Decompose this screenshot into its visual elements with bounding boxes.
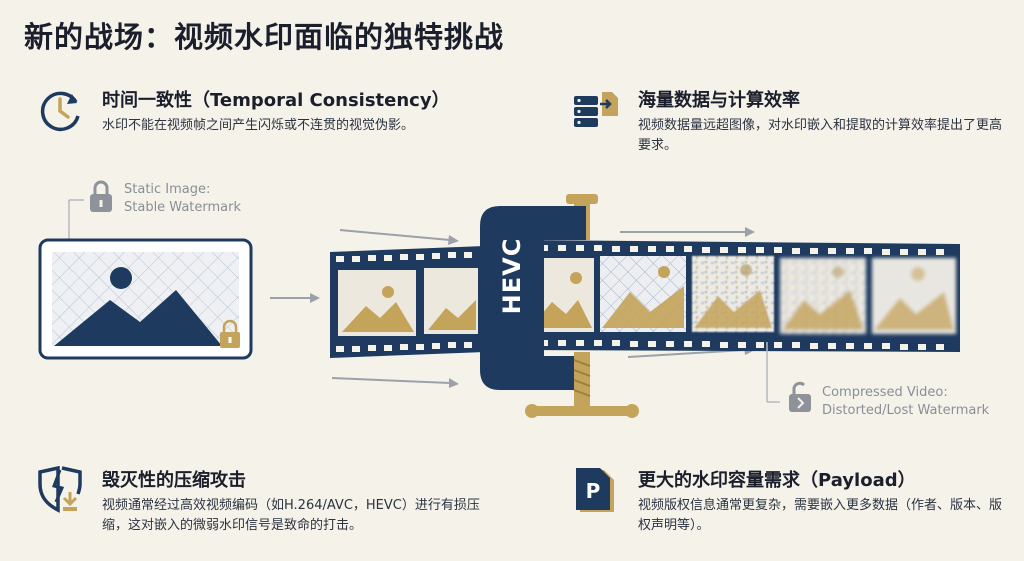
temporal-consistency-heading: 时间一致性（Temporal Consistency）	[102, 90, 450, 111]
broken-shield-icon	[38, 466, 82, 513]
payload-document-icon: P	[576, 468, 614, 512]
broken-lock-icon	[789, 381, 811, 412]
server-data-icon	[574, 92, 618, 127]
clock-arrow-icon	[40, 91, 80, 132]
compressed-caption-line-2: Distorted/Lost Watermark	[822, 403, 990, 418]
film-frame	[872, 258, 956, 334]
film-strip-output	[520, 240, 960, 352]
hevc-clamp	[480, 194, 639, 418]
compressed-callout	[766, 342, 811, 412]
payload-block: P 更大的水印容量需求（Payload） 视频版权信息通常更复杂，需要嵌入更多数…	[572, 466, 1012, 536]
film-frame	[600, 256, 686, 332]
static-caption-line-1: Static Image:	[124, 182, 211, 197]
lock-icon	[220, 319, 240, 348]
temporal-consistency-text: 水印不能在视频帧之间产生闪烁或不连贯的视觉伪影。	[102, 118, 415, 133]
payload-heading: 更大的水印容量需求（Payload）	[638, 470, 916, 491]
film-strip-input	[330, 246, 485, 358]
compression-attack-block: 毁灭性的压缩攻击 视频通常经过高效视频编码（如H.264/AVC，HEVC）进行…	[36, 466, 496, 536]
compressed-video-caption: Compressed Video: Distorted/Lost Waterma…	[822, 384, 989, 420]
payload-text: 视频版权信息通常更复杂，需要嵌入更多数据（作者、版本、版权声明等）。	[638, 498, 1003, 533]
film-frame	[424, 268, 478, 334]
payload-icon-letter: P	[586, 479, 601, 503]
page-title: 新的战场：视频水印面临的独特挑战	[24, 20, 505, 54]
film-frame	[780, 258, 866, 334]
hevc-label: HEVC	[498, 237, 526, 315]
temporal-consistency-block: 时间一致性（Temporal Consistency） 水印不能在视频帧之间产生…	[36, 86, 496, 146]
static-caption-line-2: Stable Watermark	[124, 200, 242, 215]
static-lock-icon	[90, 180, 112, 212]
film-frame	[338, 270, 416, 336]
data-efficiency-heading: 海量数据与计算效率	[638, 90, 800, 111]
static-image-caption: Static Image: Stable Watermark	[124, 181, 241, 217]
motion-arrows	[270, 227, 755, 388]
compression-attack-text: 视频通常经过高效视频编码（如H.264/AVC，HEVC）进行有损压缩，这对嵌入…	[102, 498, 480, 533]
compressed-caption-line-1: Compressed Video:	[822, 385, 948, 400]
data-efficiency-text: 视频数据量远超图像，对水印嵌入和提取的计算效率提出了更高要求。	[638, 118, 1003, 153]
data-efficiency-block: 海量数据与计算效率 视频数据量远超图像，对水印嵌入和提取的计算效率提出了更高要求…	[572, 86, 1012, 156]
compression-attack-heading: 毁灭性的压缩攻击	[102, 470, 246, 491]
static-image-card	[38, 199, 253, 360]
film-frame	[692, 256, 774, 332]
